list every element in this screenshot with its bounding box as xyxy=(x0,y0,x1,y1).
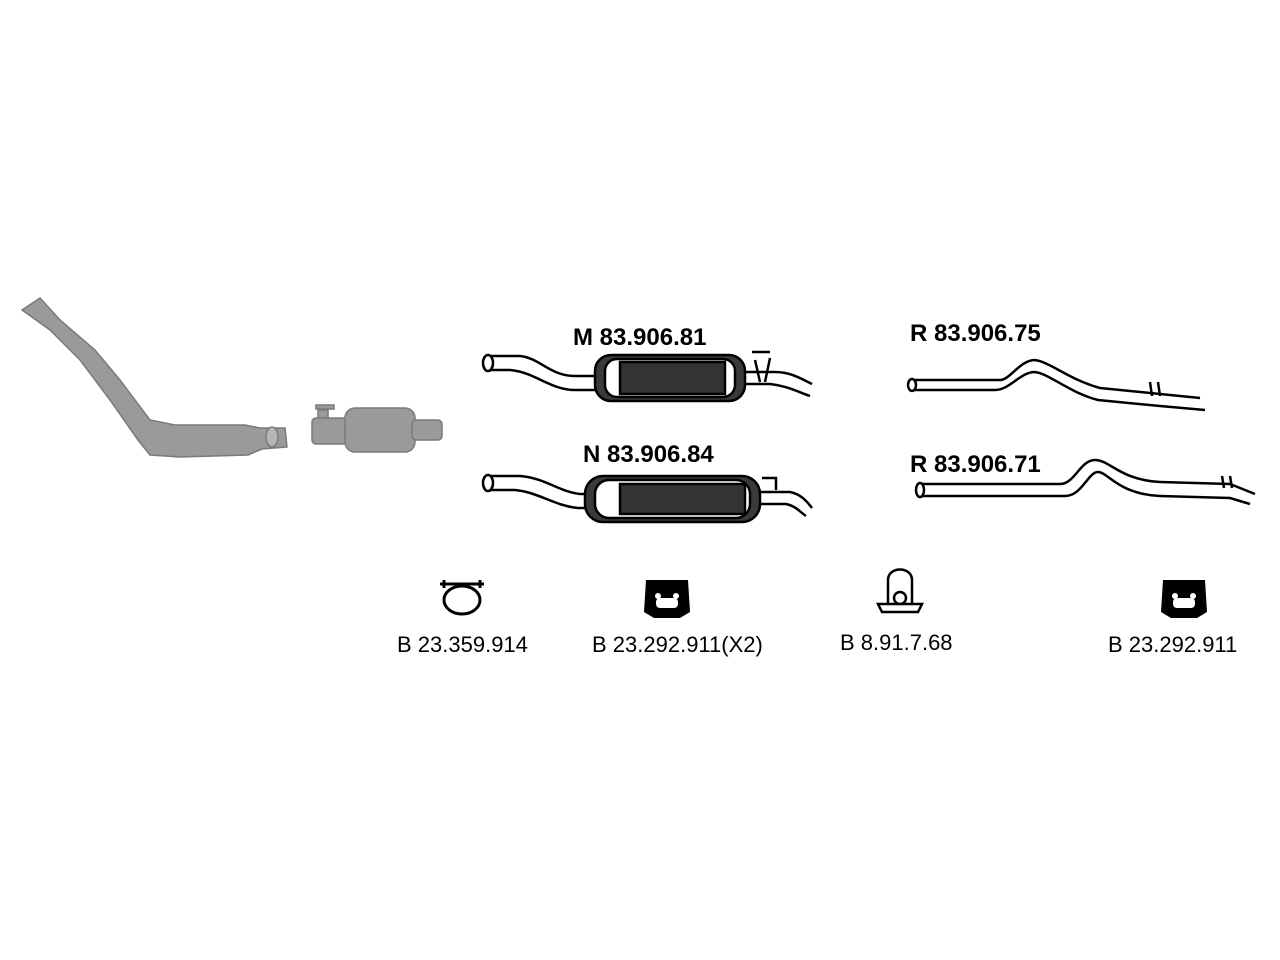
rear-pipe-2-label: R 83.906.71 xyxy=(910,451,1041,478)
rear-pipe-1-label: R 83.906.75 xyxy=(910,320,1041,347)
rubber-hanger-x2-label: B 23.292.911(X2) xyxy=(592,632,763,657)
front-downpipe-catalyst xyxy=(20,297,288,458)
rubber-hanger-icon xyxy=(1161,580,1207,618)
second-catalyst xyxy=(311,404,443,453)
clamp-icon xyxy=(440,580,484,616)
rear-pipe-1-drawing xyxy=(906,358,1206,412)
middle-muffler-alt-drawing xyxy=(481,473,813,524)
clamp-label: B 23.359.914 xyxy=(397,632,528,657)
middle-muffler-drawing xyxy=(481,350,813,403)
rubber-hanger-label: B 23.292.911 xyxy=(1108,632,1238,657)
u-bolt-clamp-label: B 8.91.7.68 xyxy=(840,630,953,655)
middle-muffler-label: M 83.906.81 xyxy=(573,324,707,351)
rubber-hanger-icon xyxy=(644,580,690,618)
rear-pipe-2-drawing xyxy=(914,458,1256,506)
u-bolt-icon xyxy=(875,568,925,614)
middle-muffler-alt-label: N 83.906.84 xyxy=(583,441,714,468)
